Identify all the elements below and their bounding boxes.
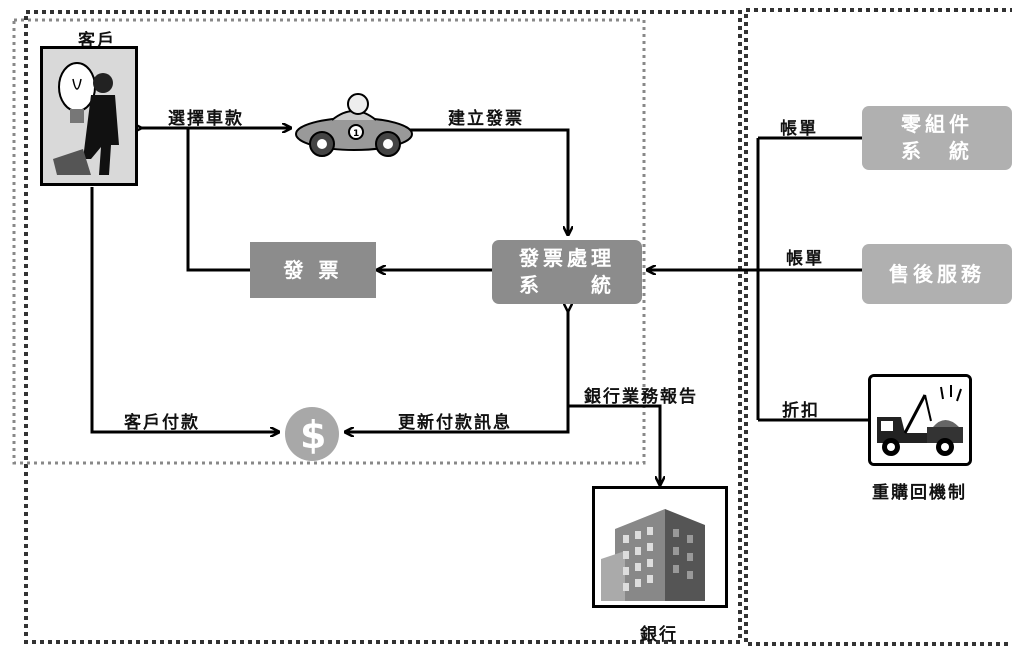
- customer-payment-arrow: [90, 187, 278, 432]
- svg-text:$: $: [300, 413, 326, 457]
- dollar-coin-icon: $: [285, 407, 339, 461]
- sales-region-border: [12, 18, 646, 465]
- select-model-label: 選擇車款: [168, 109, 244, 129]
- update-payment-label: 更新付款訊息: [398, 413, 512, 433]
- office-building-icon: [601, 509, 705, 601]
- customer-payment-label: 客戶付款: [124, 413, 200, 433]
- bank-label: 銀行: [640, 625, 678, 645]
- update-payment-arrow: [346, 310, 568, 432]
- bill-label-1: 帳單: [780, 119, 818, 139]
- businessman-lightbulb-icon: [43, 49, 135, 183]
- supplier-region-border: [744, 8, 1012, 646]
- create-invoice-arrow: [410, 128, 568, 234]
- payment-node[interactable]: $: [282, 406, 342, 462]
- discount-label: 折扣: [782, 401, 820, 421]
- car-node[interactable]: 1: [292, 90, 414, 162]
- customer-node[interactable]: [40, 46, 138, 186]
- bank-report-label: 銀行業務報告: [584, 387, 698, 407]
- svg-text:1: 1: [353, 129, 359, 139]
- bank-report-arrow: [568, 404, 660, 484]
- invoice-system-node[interactable]: 發票處理 系 統: [492, 240, 642, 304]
- race-car-icon: 1: [295, 93, 413, 157]
- bank-node[interactable]: [592, 486, 728, 608]
- invoice-node[interactable]: 發 票: [250, 242, 376, 298]
- bill-label-2: 帳單: [786, 249, 824, 269]
- create-invoice-label: 建立發票: [448, 109, 524, 129]
- buyback-label: 重購回機制: [872, 483, 967, 503]
- after-sales-node[interactable]: 售後服務: [862, 244, 1012, 304]
- invoice-to-customer-line: [186, 128, 250, 272]
- parts-system-node[interactable]: 零組件 系 統: [862, 106, 1012, 170]
- tow-truck-icon: [871, 377, 969, 463]
- buyback-node[interactable]: [868, 374, 972, 466]
